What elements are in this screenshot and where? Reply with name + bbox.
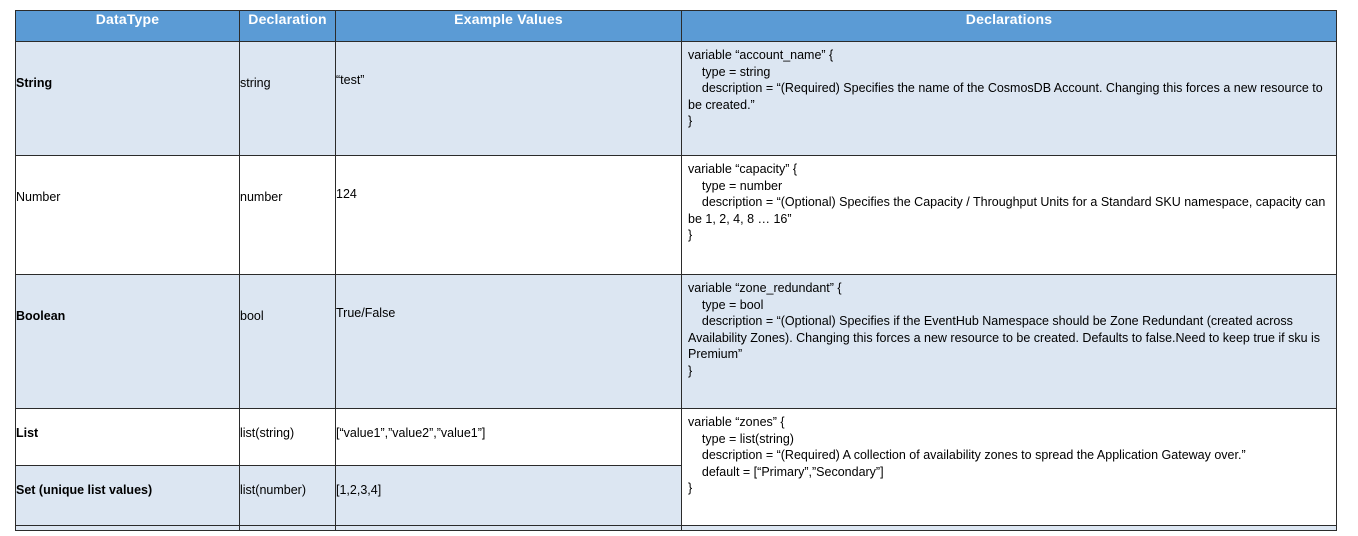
declaration-type: string	[240, 76, 271, 90]
table-row: Set (unique list values) list(number) [1…	[15, 465, 1337, 526]
cell-datatype: Set (unique list values)	[15, 465, 240, 526]
datatype-label: Number	[16, 190, 61, 204]
example-value: True/False	[336, 306, 396, 320]
cell-example-values: 124	[335, 155, 682, 275]
datatype-label: Set (unique list values)	[16, 483, 153, 497]
cell-datatype: List	[15, 408, 240, 466]
table-row: Number number 124 variable “capacity” { …	[15, 155, 1337, 275]
cell-datatype: String	[15, 41, 240, 156]
declaration-code-block: variable “zone_redundant” { type = bool …	[688, 281, 1321, 378]
datatypes-table: DataType Declaration Example Values Decl…	[15, 10, 1337, 531]
declaration-code-block: variable “account_name” { type = string …	[688, 48, 1323, 128]
cell-declarations: variable “zone_redundant” { type = bool …	[681, 274, 1337, 409]
cell-declaration: list(string)	[239, 408, 336, 466]
column-header-declaration[interactable]: Declaration	[239, 10, 336, 42]
example-value: [1,2,3,4]	[336, 483, 382, 497]
cell-declaration: string	[239, 41, 336, 156]
declaration-type: list(number)	[240, 483, 306, 497]
cell-datatype: Number	[15, 155, 240, 275]
cell-declaration: bool	[239, 274, 336, 409]
table-row: String string “test” variable “account_n…	[15, 41, 1337, 156]
table-row-partial	[15, 525, 1337, 531]
declaration-type: number	[240, 190, 283, 204]
cell-declaration	[239, 525, 336, 531]
datatype-label: String	[16, 76, 53, 90]
cell-datatype	[15, 525, 240, 531]
cell-example-values	[335, 525, 682, 531]
cell-declarations: variable “zones” { type = list(string) d…	[681, 408, 1337, 526]
datatype-label: Boolean	[16, 309, 66, 323]
example-value: [“value1”,”value2”,”value1”]	[336, 426, 486, 440]
column-header-datatype[interactable]: DataType	[15, 10, 240, 42]
cell-datatype: Boolean	[15, 274, 240, 409]
cell-declarations	[681, 525, 1337, 531]
cell-example-values: [“value1”,”value2”,”value1”]	[335, 408, 682, 466]
declaration-type: bool	[240, 309, 264, 323]
table-row: List list(string) [“value1”,”value2”,”va…	[15, 408, 1337, 526]
column-header-example-values[interactable]: Example Values	[335, 10, 682, 42]
cell-declarations: variable “capacity” { type = number desc…	[681, 155, 1337, 275]
cell-declarations: variable “account_name” { type = string …	[681, 41, 1337, 156]
table-body: String string “test” variable “account_n…	[15, 41, 1337, 531]
cell-example-values: [1,2,3,4]	[335, 465, 682, 526]
cell-declaration: list(number)	[239, 465, 336, 526]
table-row: Boolean bool True/False variable “zone_r…	[15, 274, 1337, 409]
cell-declaration: number	[239, 155, 336, 275]
example-value: “test”	[336, 73, 365, 87]
cell-example-values: “test”	[335, 41, 682, 156]
declaration-code-block: variable “capacity” { type = number desc…	[688, 162, 1326, 242]
column-header-declarations[interactable]: Declarations	[681, 10, 1337, 42]
declaration-type: list(string)	[240, 426, 295, 440]
declaration-code-block: variable “zones” { type = list(string) d…	[688, 415, 1246, 495]
example-value: 124	[336, 187, 357, 201]
datatype-label: List	[16, 426, 39, 440]
cell-example-values: True/False	[335, 274, 682, 409]
table-header: DataType Declaration Example Values Decl…	[15, 10, 1337, 42]
header-row: DataType Declaration Example Values Decl…	[15, 10, 1337, 42]
